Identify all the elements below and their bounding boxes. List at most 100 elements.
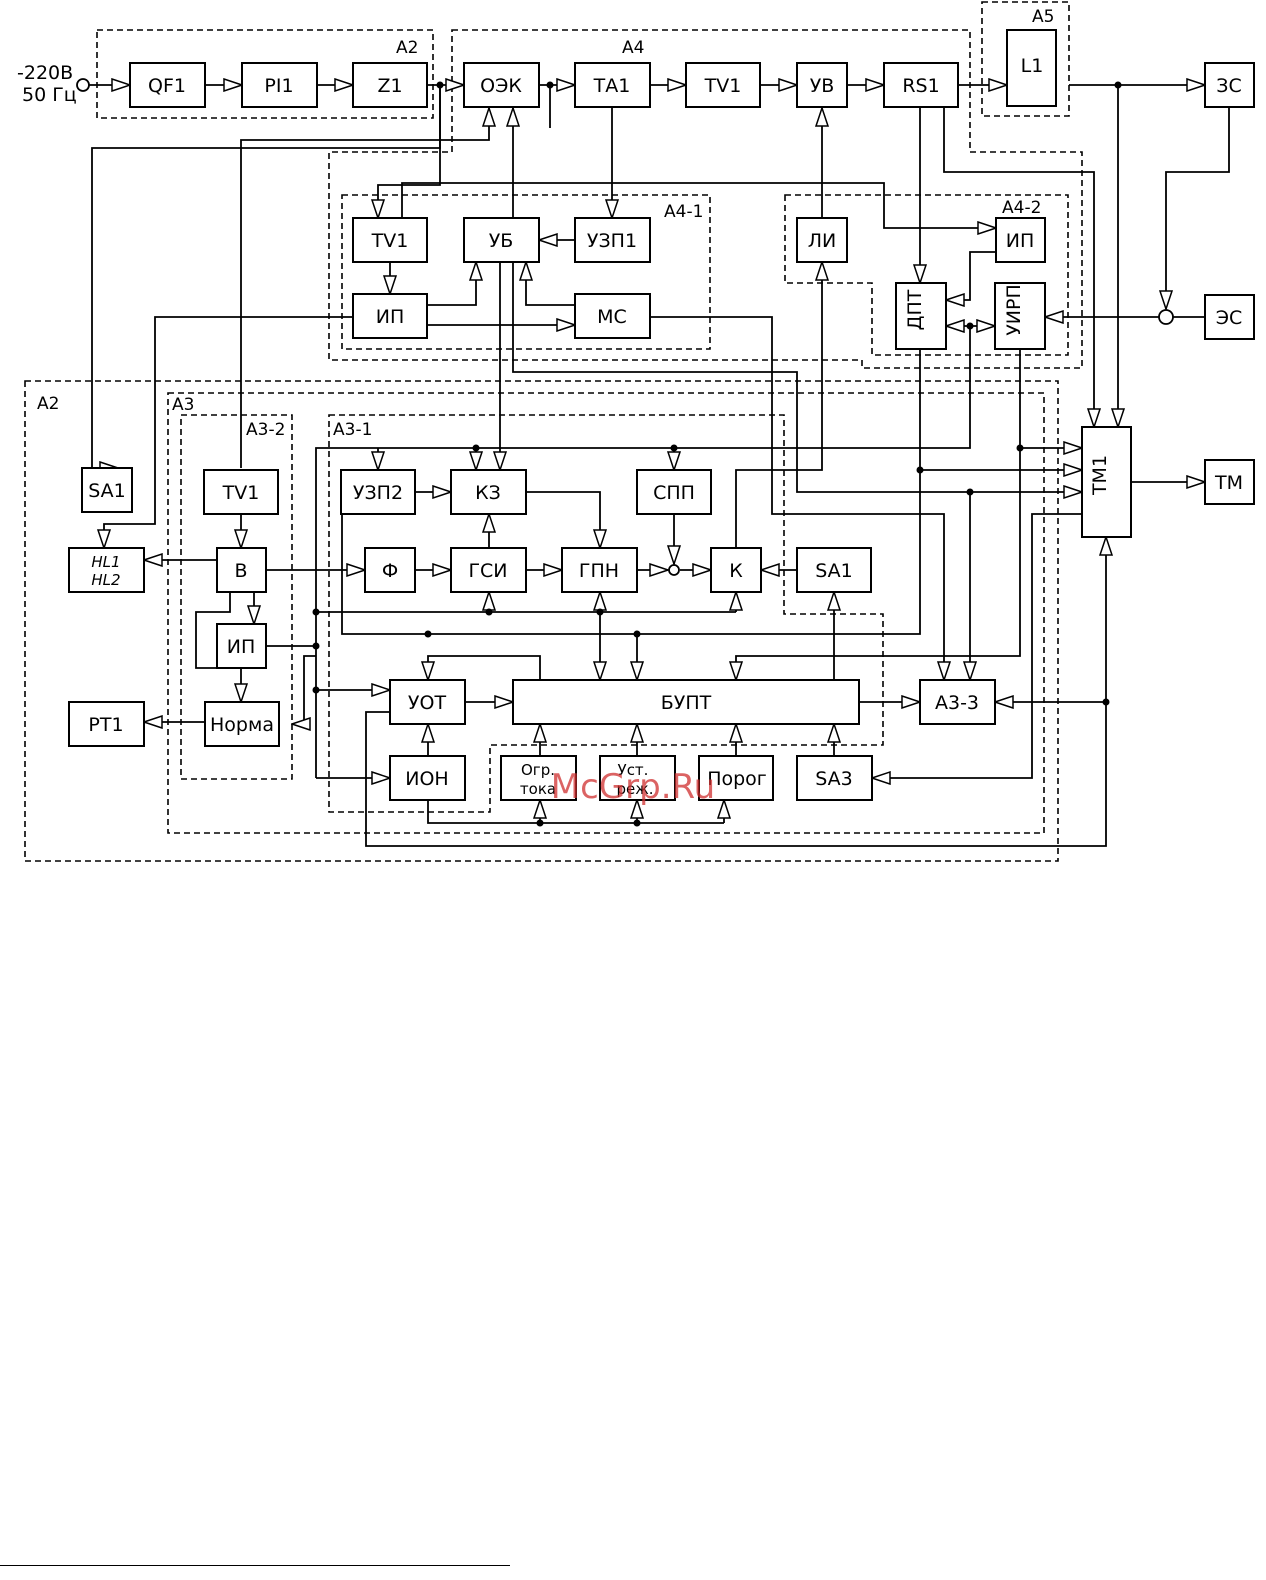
block-spp: СПП [637, 470, 711, 514]
svg-text:TV1: TV1 [371, 230, 409, 252]
svg-text:RS1: RS1 [902, 75, 939, 97]
svg-text:ЗС: ЗС [1216, 75, 1241, 97]
svg-text:SA3: SA3 [815, 768, 853, 790]
block-zs: ЗС [1205, 63, 1254, 107]
svg-text:УЗП1: УЗП1 [587, 230, 637, 252]
block-gsi: ГСИ [451, 548, 526, 592]
svg-text:СПП: СПП [653, 482, 695, 504]
group-a3-1-label: А3-1 [333, 420, 372, 440]
svg-text:УЗП2: УЗП2 [353, 482, 403, 504]
group-a2-bottom-label: А2 [37, 394, 59, 414]
svg-text:ИП: ИП [227, 636, 256, 658]
svg-text:QF1: QF1 [148, 75, 186, 97]
block-tv1-a4-1: TV1 [353, 218, 427, 262]
footnote-rule [0, 1565, 510, 1566]
block-oek: ОЭК [464, 63, 539, 107]
svg-text:TV1: TV1 [222, 482, 260, 504]
svg-text:L1: L1 [1021, 55, 1044, 77]
group-a3-label: А3 [172, 395, 194, 415]
svg-text:PI1: PI1 [264, 75, 293, 97]
svg-text:ДПТ: ДПТ [904, 289, 926, 330]
block-sa3: SA3 [797, 756, 872, 800]
svg-text:TV1: TV1 [704, 75, 742, 97]
group-frames [25, 2, 1082, 861]
block-uv: УВ [797, 63, 847, 107]
block-norma: Норма [205, 702, 279, 746]
block-rt1: РТ1 [69, 702, 144, 746]
block-li: ЛИ [797, 218, 847, 262]
block-ip-a4-1: ИП [353, 294, 427, 338]
block-qf1: QF1 [130, 63, 205, 107]
group-a2-top-label: А2 [396, 38, 418, 58]
block-ta1: ТА1 [575, 63, 650, 107]
group-a3-2-label: А3-2 [246, 420, 285, 440]
svg-text:Норма: Норма [210, 714, 274, 736]
svg-text:УБ: УБ [489, 230, 514, 252]
svg-text:ТМ: ТМ [1214, 472, 1243, 494]
svg-text:ИП: ИП [1006, 230, 1035, 252]
block-dpt: ДПТ [896, 283, 946, 349]
block-tm: ТМ [1205, 460, 1254, 504]
svg-text:ОЭК: ОЭК [480, 75, 522, 97]
block-v: В [217, 548, 266, 592]
block-tv1-top: TV1 [686, 63, 760, 107]
block-ip-a3-2: ИП [217, 624, 266, 668]
svg-text:ГПН: ГПН [579, 560, 619, 582]
block-uirp: УИРП [995, 283, 1045, 349]
input-frequency-label: 50 Гц [22, 84, 77, 106]
block-kz: КЗ [451, 470, 526, 514]
summing-point-es [1159, 310, 1173, 324]
svg-text:УОТ: УОТ [408, 692, 447, 714]
group-a4-2-label: А4-2 [1002, 198, 1041, 218]
svg-text:Z1: Z1 [377, 75, 402, 97]
svg-text:HL1: HL1 [91, 553, 120, 571]
block-ub: УБ [464, 218, 539, 262]
block-rs1: RS1 [884, 63, 958, 107]
block-es: ЭС [1205, 295, 1254, 339]
svg-text:ИП: ИП [376, 306, 405, 328]
group-a5-label: А5 [1032, 7, 1054, 27]
svg-text:К: К [729, 560, 743, 582]
block-ms: МС [575, 294, 650, 338]
block-k: К [711, 548, 761, 592]
svg-text:SA1: SA1 [88, 480, 126, 502]
block-tv1-a3-2: TV1 [204, 470, 278, 514]
block-a3-3: А3-3 [920, 680, 995, 724]
svg-text:ТА1: ТА1 [593, 75, 631, 97]
input-terminal [77, 79, 89, 91]
group-a4-1-label: А4-1 [664, 202, 703, 222]
summing-point-k [669, 565, 679, 575]
block-uzp2: УЗП2 [341, 470, 415, 514]
block-hl: HL1 HL2 [69, 548, 144, 592]
block-ion: ИОН [390, 756, 465, 800]
block-sa1-left: SA1 [82, 468, 132, 512]
svg-text:МС: МС [597, 306, 627, 328]
block-gpn: ГПН [562, 548, 637, 592]
block-f: Ф [365, 548, 415, 592]
svg-text:Ф: Ф [382, 560, 398, 582]
block-tm1: ТМ1 [1082, 427, 1131, 537]
svg-text:ГСИ: ГСИ [468, 560, 507, 582]
block-l1: L1 [1007, 30, 1056, 106]
block-uzp1: УЗП1 [575, 218, 650, 262]
svg-text:ИОН: ИОН [405, 768, 448, 790]
svg-text:В: В [234, 560, 247, 582]
svg-text:SA1: SA1 [815, 560, 853, 582]
svg-text:А3-3: А3-3 [935, 692, 979, 714]
svg-text:РТ1: РТ1 [88, 714, 123, 736]
input-voltage-label: -220В [17, 62, 73, 84]
block-bupt: БУПТ [513, 680, 859, 724]
svg-text:ТМ1: ТМ1 [1089, 455, 1111, 496]
svg-text:КЗ: КЗ [475, 482, 501, 504]
svg-text:HL2: HL2 [91, 571, 120, 589]
svg-text:ЭС: ЭС [1216, 307, 1243, 329]
block-pi1: PI1 [242, 63, 317, 107]
svg-text:УВ: УВ [810, 75, 835, 97]
svg-text:УИРП: УИРП [1003, 284, 1025, 336]
group-a4-label: А4 [622, 38, 644, 58]
block-sa1-right: SA1 [797, 548, 871, 592]
svg-text:Порог: Порог [707, 768, 767, 790]
watermark-text: McGrp.Ru [551, 767, 715, 807]
svg-text:ЛИ: ЛИ [808, 230, 837, 252]
